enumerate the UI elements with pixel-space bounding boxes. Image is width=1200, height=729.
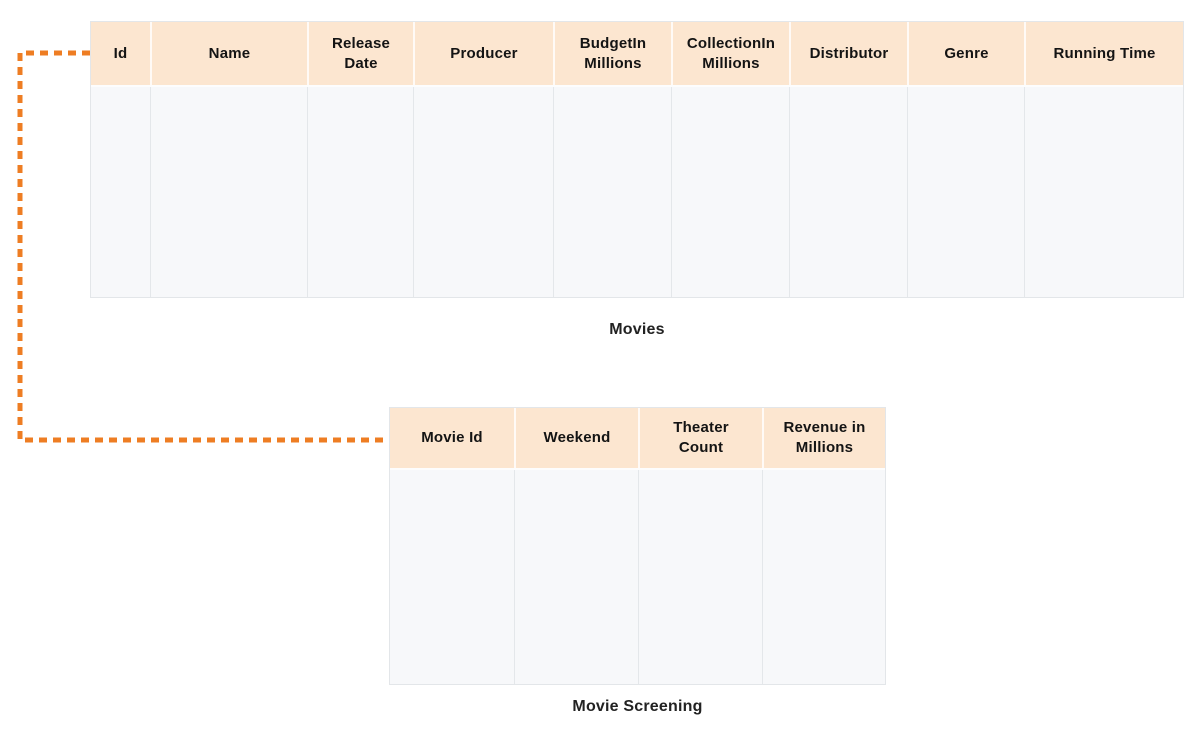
screening-column-movie-id: Movie Id <box>390 408 514 468</box>
movies-column-distributor: Distributor <box>789 22 907 85</box>
movies-body-cell-release-date <box>307 87 413 297</box>
screening-body-cell-revenue-in-millions <box>762 470 885 684</box>
movies-body-cell-budget-in-millions <box>553 87 671 297</box>
movies-body-cell-collection-in-millions <box>671 87 789 297</box>
table-movie-screening-body <box>390 470 885 684</box>
movies-body-cell-name <box>150 87 307 297</box>
movies-column-name: Name <box>150 22 307 85</box>
movies-column-id: Id <box>91 22 150 85</box>
movies-body-cell-producer <box>413 87 553 297</box>
screening-column-weekend: Weekend <box>514 408 638 468</box>
movies-body-cell-running-time <box>1024 87 1183 297</box>
table-movie-screening-caption: Movie Screening <box>572 698 703 715</box>
movies-column-genre: Genre <box>907 22 1024 85</box>
movies-body-cell-genre <box>907 87 1024 297</box>
screening-column-revenue-in-millions: Revenue in Millions <box>762 408 885 468</box>
screening-body-cell-movie-id <box>390 470 514 684</box>
screening-column-theater-count: Theater Count <box>638 408 762 468</box>
movies-column-running-time: Running Time <box>1024 22 1183 85</box>
table-movie-screening: Movie Id Weekend Theater Count Revenue i… <box>389 407 886 715</box>
table-movie-screening-header: Movie Id Weekend Theater Count Revenue i… <box>390 408 885 470</box>
table-movies-body <box>91 87 1183 297</box>
movies-column-budget-in-millions: BudgetIn Millions <box>553 22 671 85</box>
screening-body-cell-weekend <box>514 470 638 684</box>
table-movies-header: Id Name Release Date Producer BudgetIn M… <box>91 22 1183 87</box>
movies-body-cell-id <box>91 87 150 297</box>
movies-body-cell-distributor <box>789 87 907 297</box>
screening-body-cell-theater-count <box>638 470 762 684</box>
table-movies-caption: Movies <box>609 321 665 338</box>
table-movies: Id Name Release Date Producer BudgetIn M… <box>90 21 1184 338</box>
movies-column-producer: Producer <box>413 22 553 85</box>
movies-column-release-date: Release Date <box>307 22 413 85</box>
movies-column-collection-in-millions: CollectionIn Millions <box>671 22 789 85</box>
